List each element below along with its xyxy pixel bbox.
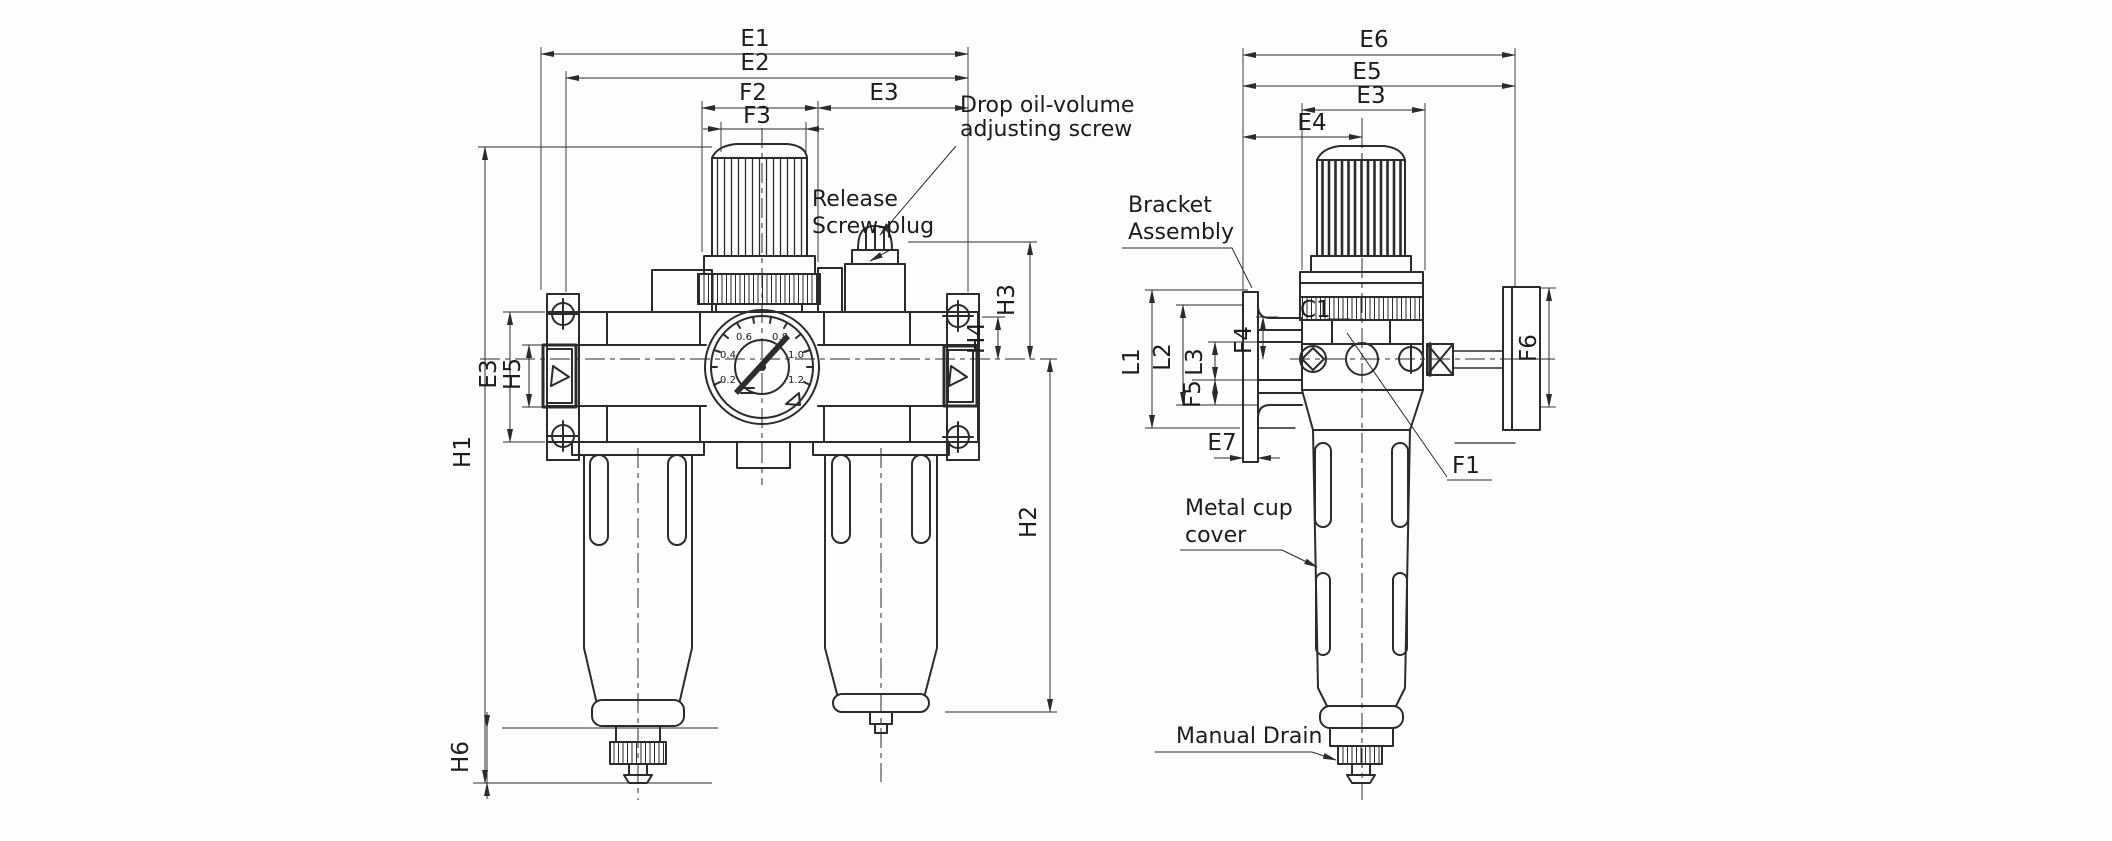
gauge-scale-label: 0.4 (720, 350, 736, 361)
callout-manual-drain: Manual Drain (1176, 724, 1322, 749)
callout-release-line1: Release (812, 187, 898, 212)
front-view-dimensions (473, 47, 1057, 799)
dim-label-e3-side: E3 (1356, 83, 1385, 109)
side-view-ports (1299, 342, 1504, 377)
drain-nipple (1346, 774, 1376, 784)
dim-label-e1: E1 (740, 26, 769, 52)
callout-bracket-line1: Bracket (1128, 193, 1212, 218)
dim-label-h1: H1 (450, 436, 476, 468)
gauge-scale-label: 1.2 (788, 375, 804, 386)
side-view-bowl (1312, 429, 1411, 784)
callout-metal-cup-line2: cover (1185, 523, 1247, 548)
dim-label-e7: E7 (1207, 430, 1236, 456)
front-view-pressure-gauge: 0.2 0.4 0.6 0.8 1.0 1.2 (704, 309, 820, 469)
dim-label-e2: E2 (740, 50, 769, 76)
front-view-inlet-flange (541, 293, 580, 461)
dim-label-f6: F6 (1516, 334, 1542, 362)
dim-label-c1: C1 (1300, 297, 1331, 323)
gauge-marker-icon (785, 392, 801, 406)
side-view: E6 E5 E3 E4 C1 L1 L2 L3 F4 F5 E7 F6 F1 B… (1119, 27, 1558, 800)
side-view-gauge-plate (1454, 286, 1541, 444)
gauge-scale-label: 1.0 (788, 350, 804, 361)
dim-label-e3-top: E3 (869, 80, 898, 106)
callout-drop-oil-line1: Drop oil-volume (960, 93, 1134, 118)
dim-label-l2: L2 (1150, 343, 1176, 370)
flow-arrow-icon (948, 365, 968, 387)
gauge-scale-label: 0.8 (772, 332, 788, 343)
dim-label-l1: L1 (1119, 348, 1145, 375)
front-view-regulator-knob (697, 143, 821, 313)
dim-label-f3: F3 (743, 103, 771, 129)
dim-label-f1: F1 (1452, 453, 1480, 479)
dim-label-h6: H6 (448, 741, 474, 773)
dim-label-l3: L3 (1182, 348, 1208, 375)
port-diamond-icon (1301, 347, 1325, 371)
dim-label-h5: H5 (500, 358, 526, 390)
front-view-callouts: Drop oil-volume adjusting screw Release … (812, 93, 1134, 262)
dim-label-e5: E5 (1352, 59, 1381, 85)
front-view: 0.2 0.4 0.6 0.8 1.0 1.2 (448, 26, 1134, 800)
gauge-ticks (710, 316, 814, 386)
dim-label-f2: F2 (739, 80, 767, 106)
flow-arrow-icon (550, 365, 570, 387)
front-view-filter-bowl (571, 441, 705, 784)
front-view-lubricator-bowl (812, 441, 950, 734)
dim-label-h2: H2 (1016, 506, 1042, 538)
gauge-scale-label: 0.6 (736, 332, 752, 343)
gauge-scale-label: 0.2 (720, 375, 736, 386)
callout-bracket-line2: Assembly (1128, 220, 1234, 245)
dim-label-h4: H4 (964, 322, 990, 354)
dim-label-f5: F5 (1180, 380, 1206, 408)
side-view-regulator-knob (1299, 145, 1424, 321)
dim-label-e4: E4 (1297, 110, 1326, 136)
callout-metal-cup-line1: Metal cup (1185, 496, 1293, 521)
callout-drop-oil-line2: adjusting screw (960, 117, 1132, 142)
gauge-port-circle (1345, 342, 1379, 376)
dim-label-e3-left: E3 (476, 359, 502, 388)
dim-label-e6: E6 (1359, 27, 1388, 53)
front-view-outlet-flange (942, 293, 980, 461)
dim-label-f4: F4 (1231, 326, 1257, 354)
side-view-dimensions (1145, 48, 1556, 481)
callout-release-line2: Screw-plug (812, 214, 934, 239)
side-view-callouts: Bracket Assembly Metal cup cover Manual … (1122, 193, 1337, 761)
dim-label-h3: H3 (994, 284, 1020, 316)
